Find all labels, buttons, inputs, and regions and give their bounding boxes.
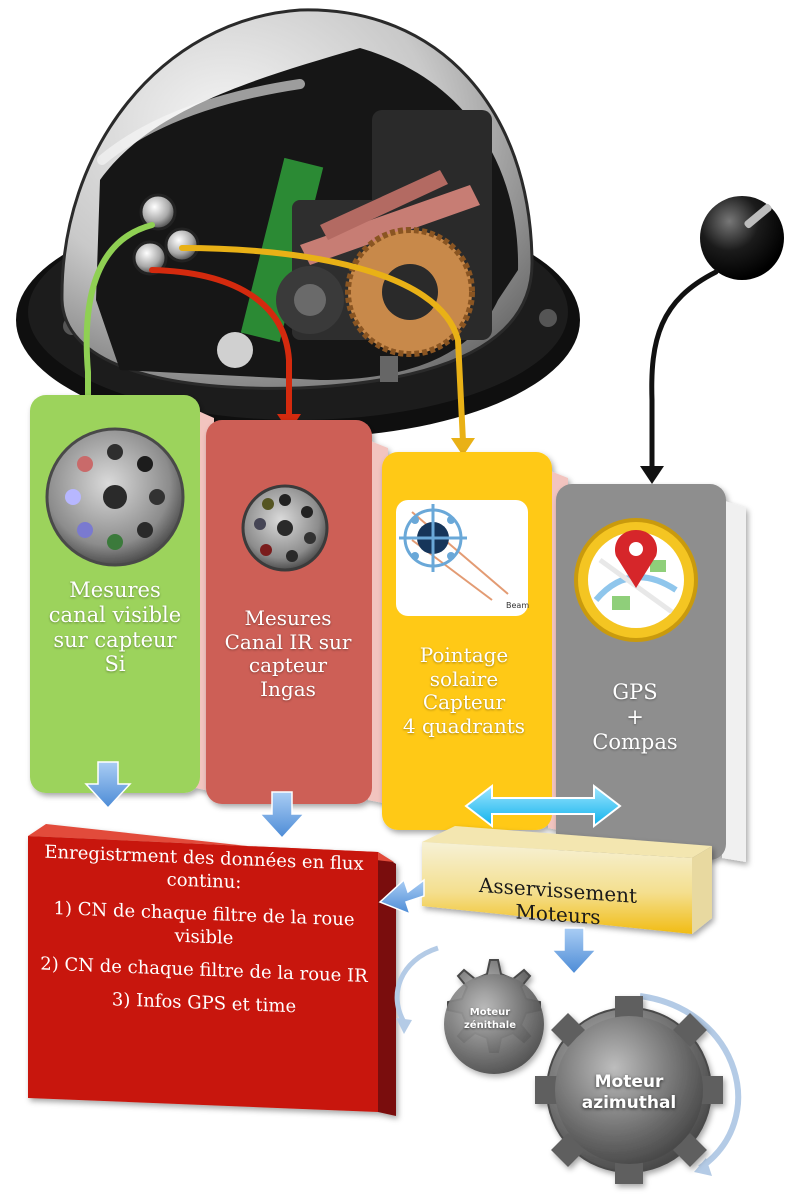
servo-motors-box: [422, 826, 712, 934]
card-sun-text: Pointage solaire Capteur 4 quadrants: [388, 643, 540, 738]
gps-antenna-illustration: [700, 196, 784, 280]
gear-azimuth-label: Moteur azimuthal: [566, 1072, 692, 1115]
card-ir-line: Canal IR sur: [224, 629, 352, 654]
card-gps-text: GPS + Compas: [560, 680, 710, 754]
gear-azimuth: [535, 996, 723, 1184]
card-ir-line: Mesures: [244, 606, 332, 630]
recording-text: Enregistrment des données en flux contin…: [28, 840, 380, 1126]
flow-arrow-ir-to-record: [258, 791, 306, 840]
recording-item: 2) CN de chaque filtre de la roue IR: [40, 953, 368, 988]
card-sun-line: Pointage: [419, 643, 509, 667]
card-visible-channel: [30, 395, 214, 793]
card-ir-line: capteur: [248, 653, 328, 678]
card-visible-line: sur capteur: [53, 627, 177, 652]
gear-azimuth-line: Moteur: [594, 1072, 664, 1092]
card-ir-text: Mesures Canal IR sur capteur Ingas: [214, 606, 362, 701]
card-sun-line: solaire: [429, 666, 499, 691]
card-sun-line: Capteur: [422, 690, 506, 715]
gear-zenith-line: Moteur: [469, 1007, 511, 1018]
gear-zenith-label: Moteur zénithale: [452, 1007, 528, 1032]
lens-top: [139, 193, 177, 231]
card-visible-line: Si: [104, 652, 126, 677]
gear-azimuth-line: azimuthal: [581, 1093, 677, 1114]
rotation-arrow-azimuth: [639, 993, 742, 1176]
card-gps-line: Compas: [592, 729, 678, 754]
sun-pointing-arrow: [179, 245, 466, 445]
gear-zenith: [444, 959, 544, 1074]
ir-channel-arrow: [149, 267, 292, 421]
card-gps: [556, 484, 746, 862]
card-sun-pointing: Beam: [382, 452, 568, 832]
rotation-arrow-zenith: [394, 945, 439, 1034]
quadrant-inset-label: Beam: [506, 601, 529, 610]
visible-channel-arrow: [83, 222, 155, 405]
card-gps-line: +: [626, 704, 644, 729]
card-gps-line: GPS: [612, 680, 658, 704]
card-ir-line: Ingas: [260, 676, 316, 701]
card-sun-line: 4 quadrants: [402, 713, 526, 738]
lens-bottom: [132, 240, 168, 276]
sun-photometer-illustration: [16, 8, 580, 438]
flow-arrow-servo-to-motors: [550, 927, 598, 976]
flow-arrow-servo-to-record: [378, 878, 425, 916]
card-visible-line: canal visible: [48, 602, 182, 627]
gps-cable-arrow: [649, 269, 719, 473]
recording-item: 3) Infos GPS et time: [111, 989, 297, 1018]
gear-zenith-line: zénithale: [463, 1019, 516, 1031]
recording-item: 1) CN de chaque filtre de la roue visibl…: [53, 898, 355, 949]
card-visible-text: Mesures canal visible sur capteur Si: [40, 578, 190, 677]
flow-arrow-visible-to-record: [84, 761, 132, 810]
sync-double-arrow: [464, 783, 622, 829]
recording-box: [28, 824, 396, 1116]
card-visible-line: Mesures: [69, 578, 161, 602]
